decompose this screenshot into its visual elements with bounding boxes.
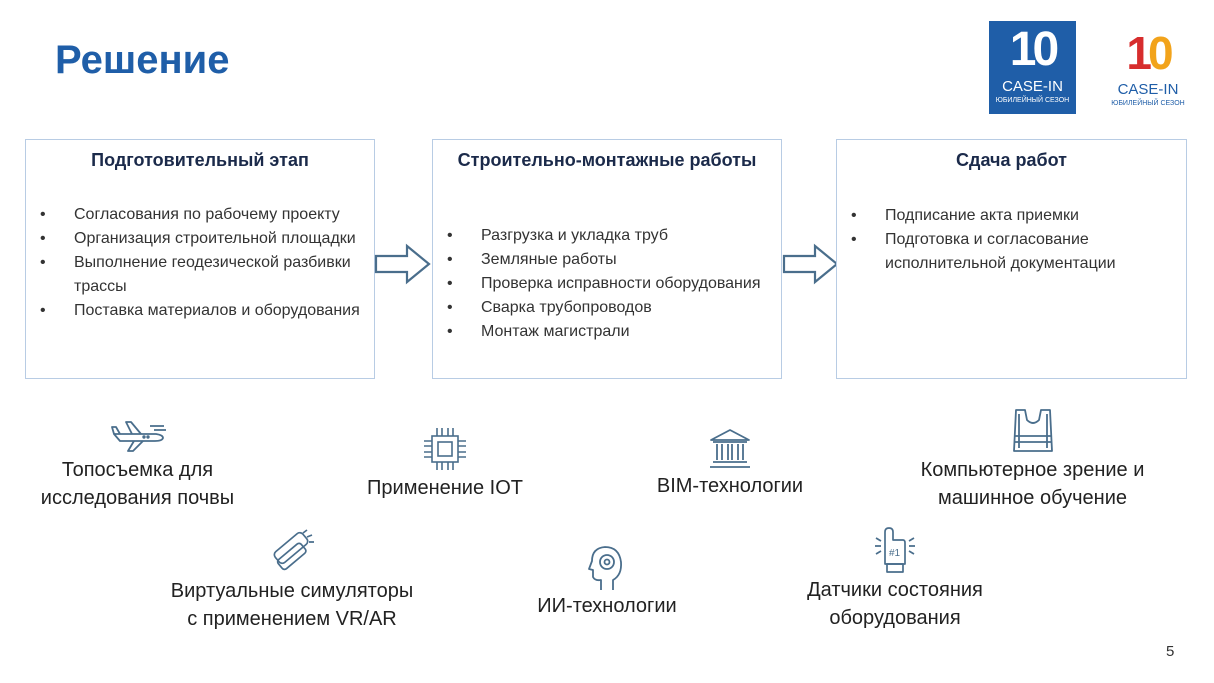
list-item: Земляные работы <box>447 248 773 272</box>
sensor-hand-icon: #1 <box>875 527 915 573</box>
chip-icon <box>424 428 466 470</box>
feature-label: Применение IOT <box>367 477 523 499</box>
feature-label: исследования почвы <box>40 487 235 509</box>
list-item: Поставка материалов и оборудования <box>40 299 366 323</box>
list-item: Монтаж магистрали <box>447 320 773 344</box>
feature-cv: Компьютерное зрение и машинное обучение <box>905 406 1160 512</box>
feature-label: Компьютерное зрение и <box>920 459 1145 481</box>
list-item: Сварка трубопроводов <box>447 296 773 320</box>
stage-list: Разгрузка и укладка труб Земляные работы… <box>447 224 773 344</box>
stage-list: Согласования по рабочему проекту Организ… <box>40 203 366 323</box>
case-in-logo-color: 10 CASE-IN ЮБИЛЕЙНЫЙ СЕЗОН <box>1102 24 1194 114</box>
arrow-right-icon <box>374 243 431 285</box>
feature-label: машинное обучение <box>937 487 1127 509</box>
stage-list: Подписание акта приемки Подготовка и сог… <box>851 204 1178 276</box>
airplane-icon <box>110 421 166 452</box>
stage-box-construction: Строительно-монтажные работы Разгрузка и… <box>432 139 782 379</box>
head-ai-icon <box>588 546 622 590</box>
feature-ai: ИИ-технологии <box>527 544 687 620</box>
case-in-logo-blue: 10 CASE-IN ЮБИЛЕЙНЫЙ СЕЗОН <box>989 21 1076 114</box>
logo-subtitle: ЮБИЛЕЙНЫЙ СЕЗОН <box>1111 100 1185 107</box>
logo-number: 10 <box>1126 27 1173 79</box>
list-item: Проверка исправности оборудования <box>447 272 773 296</box>
svg-text:#1: #1 <box>889 548 901 559</box>
vr-headset-icon <box>273 529 314 571</box>
list-item: Подписание акта приемки <box>851 204 1178 228</box>
arrow-right-icon <box>782 243 839 285</box>
list-item: Подготовка и согласование исполнительной… <box>851 228 1178 276</box>
feature-label: BIM-технологии <box>656 475 804 497</box>
page-number: 5 <box>1166 643 1175 660</box>
feature-label: ИИ-технологии <box>537 595 677 617</box>
feature-label: оборудования <box>829 607 961 629</box>
feature-iot: Применение IOT <box>350 424 540 502</box>
feature-label: Топосъемка для <box>61 459 214 481</box>
stage-box-preparation: Подготовительный этап Согласования по ра… <box>25 139 375 379</box>
list-item: Организация строительной площадки <box>40 227 366 251</box>
list-item: Выполнение геодезической разбивки трассы <box>40 251 366 299</box>
stage-title: Сдача работ <box>956 150 1067 170</box>
logo-text: CASE-IN <box>1117 81 1179 98</box>
feature-vr: Виртуальные симуляторы с применением VR/… <box>162 527 422 633</box>
feature-topo: Топосъемка для исследования почвы <box>25 416 250 512</box>
vest-icon <box>1012 409 1053 452</box>
stage-title: Подготовительный этап <box>91 150 309 170</box>
feature-label: с применением VR/AR <box>187 608 397 630</box>
feature-bim: BIM-технологии <box>640 426 820 500</box>
logo-number: 10 <box>1009 23 1059 76</box>
logo-text: CASE-IN <box>1002 78 1063 95</box>
feature-label: Виртуальные симуляторы <box>170 580 414 602</box>
feature-label: Датчики состояния <box>807 579 983 601</box>
list-item: Разгрузка и укладка труб <box>447 224 773 248</box>
page-title: Решение <box>55 38 230 82</box>
building-icon <box>710 429 750 468</box>
list-item: Согласования по рабочему проекту <box>40 203 366 227</box>
feature-sensors: #1 Датчики состояния оборудования <box>790 526 1000 632</box>
stage-box-handover: Сдача работ Подписание акта приемки Подг… <box>836 139 1187 379</box>
logo-subtitle: ЮБИЛЕЙНЫЙ СЕЗОН <box>995 97 1070 104</box>
stage-title: Строительно-монтажные работы <box>457 150 757 170</box>
